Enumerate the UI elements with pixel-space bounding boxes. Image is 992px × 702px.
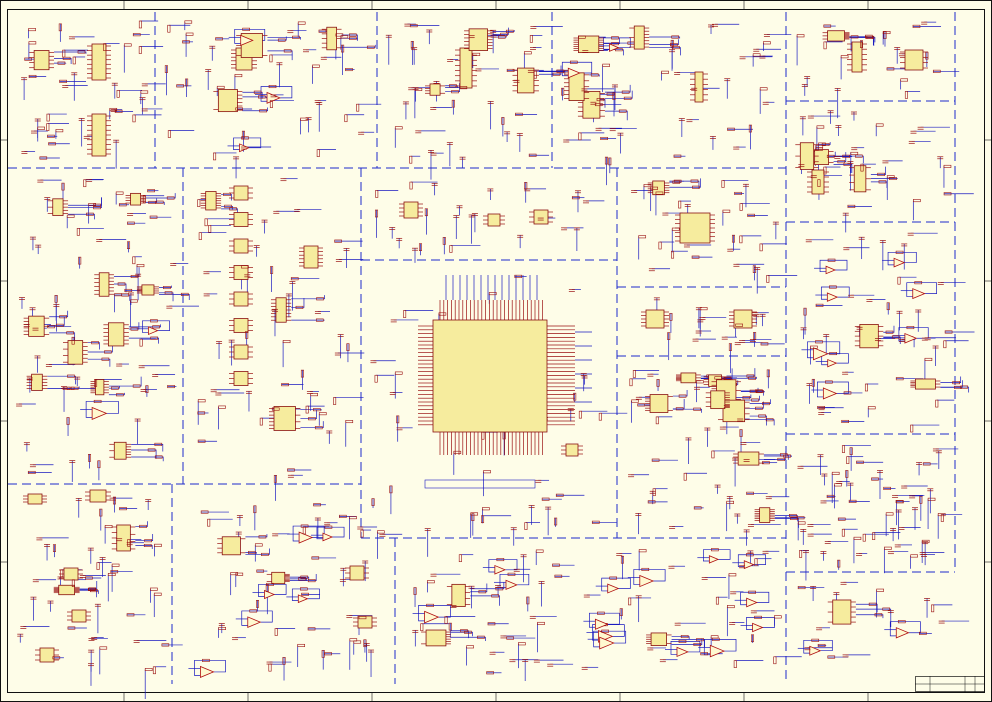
main-mcu-chip bbox=[432, 319, 548, 433]
zone-partitions bbox=[8, 12, 956, 684]
inner-border bbox=[7, 9, 985, 693]
title-block bbox=[915, 676, 985, 692]
components bbox=[16, 20, 968, 678]
